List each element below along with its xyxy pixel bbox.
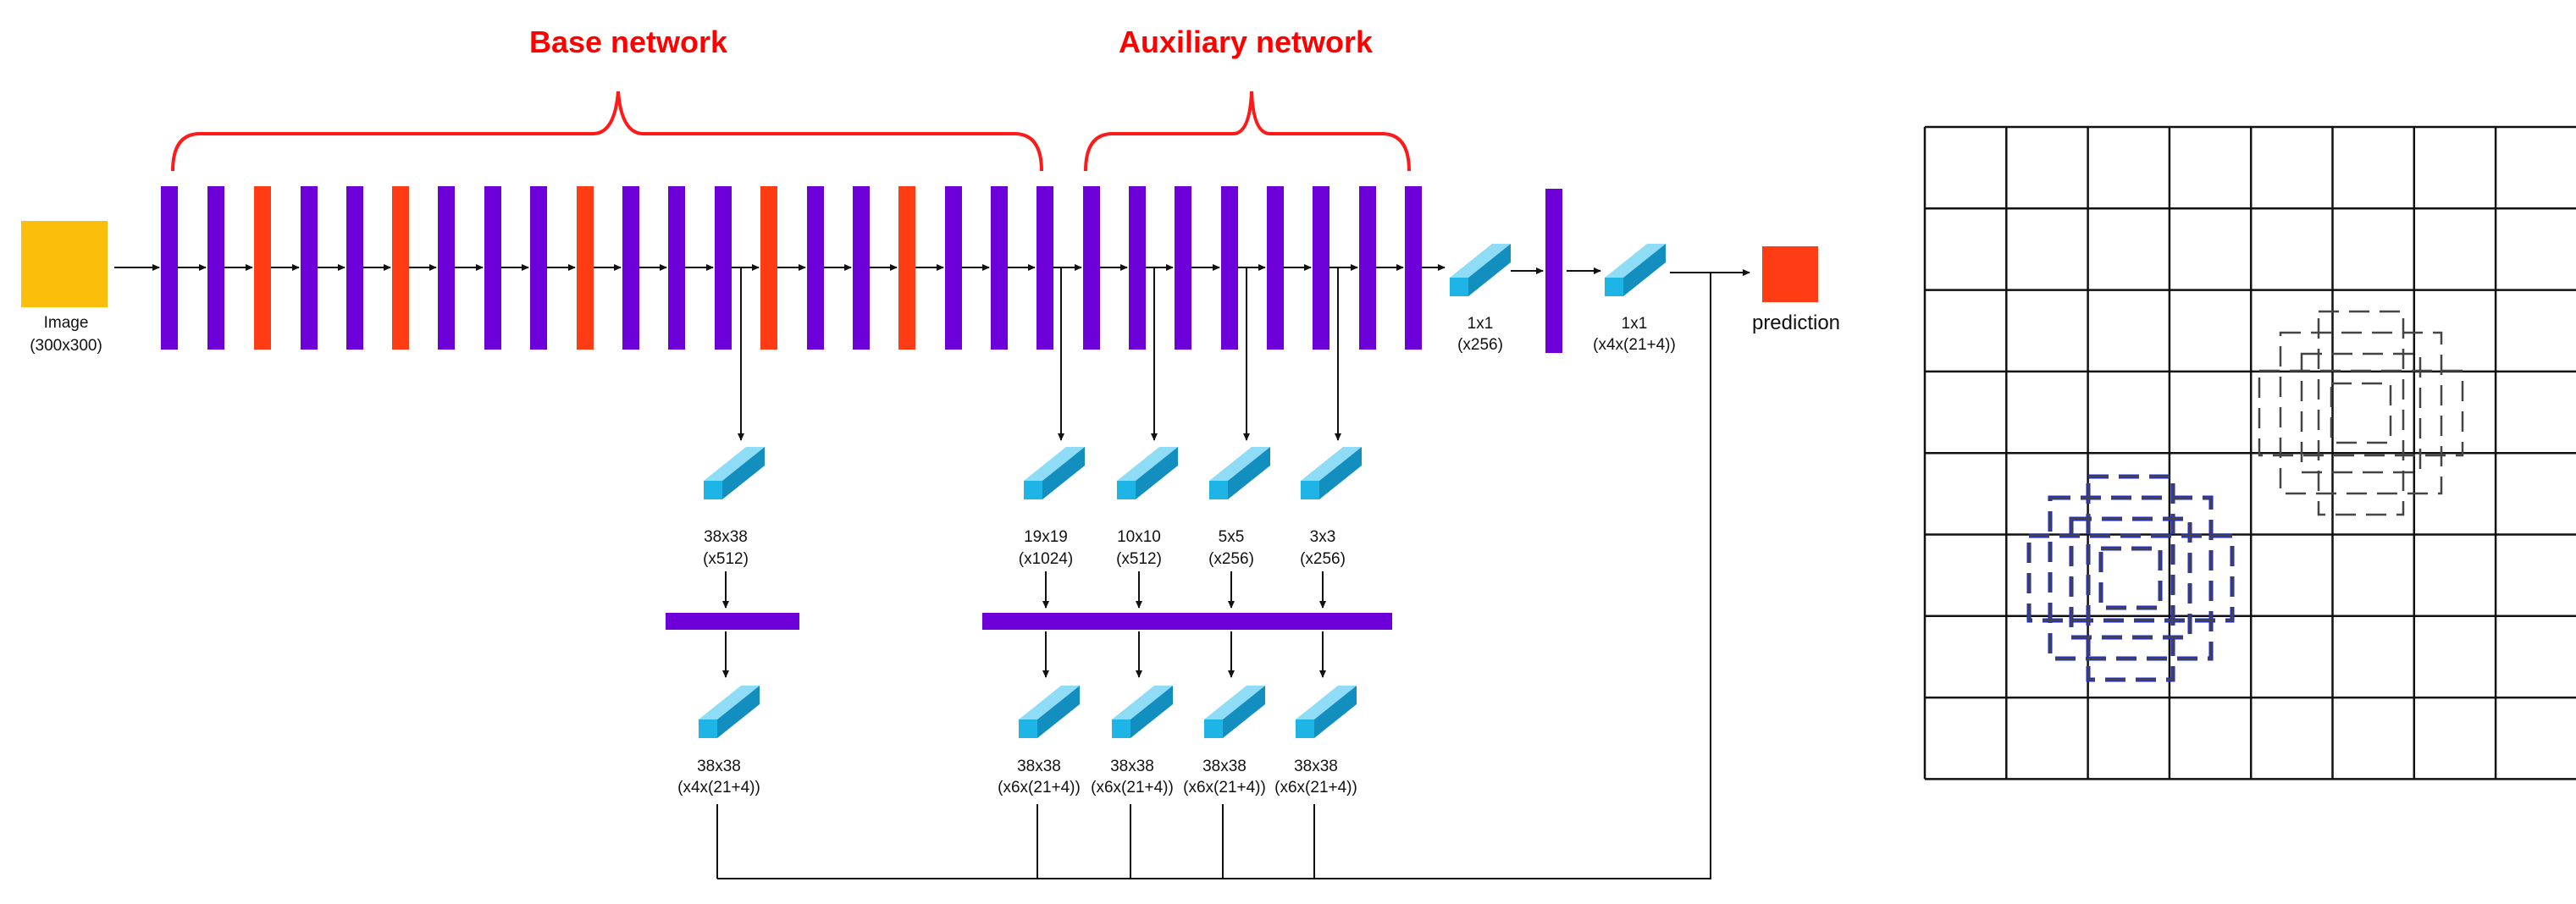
conv-layer-bar <box>1221 186 1238 350</box>
default-box <box>2258 369 2464 457</box>
pool-layer-bar <box>392 186 409 350</box>
pool-layer-bar <box>760 186 777 350</box>
default-box <box>2048 496 2213 660</box>
prediction-map-block <box>1204 686 1265 738</box>
base-network-title: Base network <box>529 25 728 59</box>
prediction-label: prediction <box>1752 311 1840 334</box>
feature-map-block <box>1301 447 1362 499</box>
pred-size-label: 38x38 <box>1202 758 1247 775</box>
conv-layer-bar <box>853 186 870 350</box>
conv-layer-bar <box>1036 186 1053 350</box>
prediction-map-block <box>1296 686 1357 738</box>
pool-layer-bar <box>254 186 271 350</box>
input-image-block <box>21 221 108 307</box>
layer-chain <box>114 186 1750 350</box>
feature-map-block <box>1117 447 1178 499</box>
conv-1x1-block <box>1450 244 1511 296</box>
feature-size-label: 5x5 <box>1219 528 1245 546</box>
conv-layer-bar <box>1267 186 1284 350</box>
conv-layer-bar <box>1313 186 1329 350</box>
pred-channel-label: (x6x(21+4)) <box>998 779 1081 797</box>
pred-size-label: 38x38 <box>697 758 741 775</box>
bottom-connector <box>717 273 1711 879</box>
conv-layer-bar <box>207 186 224 350</box>
prediction-map-block <box>699 686 760 738</box>
conv-layer-bar <box>484 186 501 350</box>
feature-channel-label: (x256) <box>1208 550 1254 568</box>
conv-layer-bar <box>1405 186 1422 350</box>
input-size-label: (300x300) <box>30 337 102 355</box>
default-box <box>2086 474 2175 682</box>
post-layer-bar <box>1545 189 1562 353</box>
pred-size-label: 38x38 <box>1294 758 1338 775</box>
conv2-channel-label: (x4x(21+4)) <box>1593 336 1676 354</box>
auxiliary-network-title: Auxiliary network <box>1119 25 1374 59</box>
default-box <box>2087 475 2175 681</box>
default-box <box>2027 534 2234 622</box>
default-box <box>2026 533 2235 623</box>
feature-size-label: 3x3 <box>1310 528 1336 546</box>
conv-layer-bar <box>346 186 363 350</box>
conv-layer-bar <box>991 186 1008 350</box>
prediction-map-block <box>1112 686 1173 738</box>
conv-layer-bar <box>438 186 455 350</box>
pred-size-label: 38x38 <box>1110 758 1154 775</box>
default-box-grid <box>1923 125 2576 780</box>
feature-size-label: 10x10 <box>1117 528 1161 546</box>
default-box <box>2279 331 2443 495</box>
default-box <box>2300 352 2422 474</box>
feature-size-label: 38x38 <box>704 528 748 546</box>
pred-channel-label: (x4x(21+4)) <box>677 779 760 797</box>
conv-layer-bar <box>1083 186 1100 350</box>
conv1-channel-label: (x256) <box>1457 336 1503 354</box>
prediction-map-block <box>1019 686 1080 738</box>
conv-layer-bar <box>945 186 962 350</box>
feature-map-block <box>1024 447 1085 499</box>
pred-channel-label: (x6x(21+4)) <box>1091 779 1174 797</box>
feature-map-block <box>704 447 765 499</box>
pool-layer-bar <box>577 186 594 350</box>
prediction-block <box>1762 246 1818 302</box>
pred-size-label: 38x38 <box>1017 758 1061 775</box>
feature-channel-label: (x512) <box>703 550 749 568</box>
conv-layer-bar <box>668 186 685 350</box>
conv-layer-bar <box>1175 186 1191 350</box>
default-box <box>2317 310 2405 516</box>
conv-layer-bar <box>715 186 732 350</box>
default-box <box>2098 546 2163 610</box>
feature-size-label: 19x19 <box>1024 528 1068 546</box>
conv-layer-bar <box>530 186 547 350</box>
conv-layer-bar <box>807 186 824 350</box>
input-label: Image <box>44 314 89 332</box>
default-box <box>2330 382 2392 444</box>
conv1-kernel-label: 1x1 <box>1468 315 1494 333</box>
conv-1x1-output-block <box>1605 244 1666 296</box>
default-box <box>2070 517 2192 639</box>
default-box <box>2099 547 2162 609</box>
conv-layer-bar <box>161 186 178 350</box>
default-box <box>2048 495 2214 661</box>
l2norm-bar <box>666 613 799 630</box>
pred-channel-label: (x6x(21+4)) <box>1183 779 1266 797</box>
feature-channel-label: (x1024) <box>1019 550 1073 568</box>
feature-channel-label: (x512) <box>1116 550 1162 568</box>
conv-layer-bar <box>301 186 318 350</box>
feature-map-block <box>1209 447 1270 499</box>
conv-layer-bar <box>622 186 639 350</box>
auxiliary-network-brace <box>1084 91 1411 172</box>
conv-layer-bar <box>1129 186 1146 350</box>
feature-channel-label: (x256) <box>1300 550 1346 568</box>
detection-branches: 38x38 (x512) 38x38 (x4x(21+4)) 19x19 (x1024) 3… <box>666 267 1711 879</box>
pool-layer-bar <box>898 186 915 350</box>
base-network-brace <box>171 91 1043 172</box>
concat-bar <box>982 613 1392 630</box>
conv2-kernel-label: 1x1 <box>1622 315 1648 333</box>
pred-channel-label: (x6x(21+4)) <box>1274 779 1357 797</box>
conv-layer-bar <box>1359 186 1376 350</box>
